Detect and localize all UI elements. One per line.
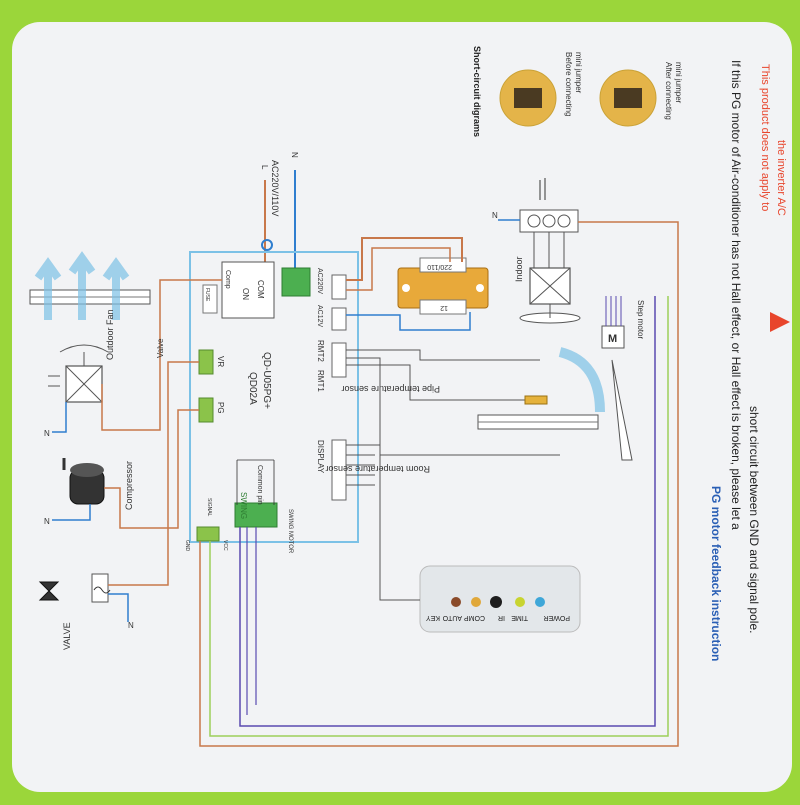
transformer-top-label: 220/110 <box>427 263 452 270</box>
step-motor <box>601 296 633 461</box>
step-motor-label: Step motor <box>636 300 645 339</box>
display-label-auto: AUTO <box>442 614 462 621</box>
motor-symbol: M <box>608 333 617 345</box>
valve-label: VALVE <box>62 622 72 650</box>
board-rmt2-label: RMT2 <box>316 340 325 362</box>
board-fuse-label: FUSE <box>204 288 210 302</box>
display-label-comp: COMP <box>464 614 485 621</box>
pipe-sensor-probe <box>524 395 548 405</box>
compressor-label: Compressor <box>124 461 134 510</box>
compressor-n-wire <box>52 504 91 521</box>
valve-wire <box>108 361 199 586</box>
short-circuit-title: Short-circuit digrams <box>472 46 482 137</box>
swing-motor-wire <box>239 296 656 727</box>
display-label-power: POWER <box>544 614 570 621</box>
common-pin-bracket <box>236 459 275 505</box>
signal-wire <box>209 296 669 737</box>
indoor-airflow-arrow <box>558 347 605 413</box>
warning-line-1: This product does not apply to <box>759 64 771 211</box>
outdoor-fan <box>48 344 109 403</box>
board-display-label: DISPLAY <box>316 440 325 474</box>
compressor <box>62 458 105 505</box>
valve-n-wire <box>108 593 129 622</box>
room-sensor-label: Room temperature sensor <box>325 464 430 474</box>
pipe-sensor-wire <box>346 349 540 361</box>
transformer-primary-wire-2 <box>346 247 451 291</box>
warning-line-2: the inverter A/C <box>775 140 787 216</box>
instruction-title: PG motor feedback instruction <box>709 486 723 661</box>
board-signal-label: SIGNAL <box>206 498 212 517</box>
display-panel <box>419 565 581 633</box>
board-pg-label: PG <box>216 402 225 414</box>
outdoor-coil <box>29 251 151 320</box>
display-label-time: TIME <box>511 614 528 621</box>
indoor-fan-wire <box>199 221 679 747</box>
board-vcc-label: VCC <box>222 540 228 551</box>
transformer-bottom-label: 12 <box>440 304 448 311</box>
outdoor-fan-n-label: N <box>44 429 50 438</box>
compressor-n-label: N <box>44 517 50 526</box>
board-ac12v-label: AC12V <box>316 305 323 328</box>
after-label-line2: mini jumper <box>674 62 683 104</box>
display-wire-1 <box>346 444 420 601</box>
room-sensor-wire <box>346 357 560 456</box>
indoor-label: Indoor <box>514 256 524 282</box>
white-card <box>12 22 792 792</box>
board-ac220v-label: AC220V <box>316 268 323 294</box>
outdoor-fan-label: Outdoor Fan <box>105 309 115 360</box>
cable-clip <box>261 239 273 251</box>
instruction-line-1: If this PG motor of Air-conditioner has … <box>729 60 743 530</box>
board-model-1: QD02A <box>247 372 258 405</box>
indoor-n-label: N <box>492 211 498 220</box>
board-gnd-label: GND <box>184 540 190 552</box>
valve-n-label: N <box>128 621 134 630</box>
after-jumper-connector <box>614 88 642 108</box>
transformer <box>397 257 489 315</box>
board-com-label: COM <box>256 280 265 299</box>
pipe-sensor-wire-2 <box>346 364 530 401</box>
indoor-fan-motor <box>519 178 581 324</box>
outdoor-fan-wire <box>101 279 222 431</box>
reversing-valve <box>38 573 111 603</box>
board-comp-label: Comp <box>224 270 231 289</box>
power-lines <box>264 170 296 270</box>
before-label-line1: Before connecting <box>564 52 573 117</box>
before-label-line2: mini jumper <box>574 52 583 94</box>
board-swing-label: SWING <box>239 492 248 519</box>
display-label-ir: IR <box>498 614 505 621</box>
indoor-coil <box>477 414 599 430</box>
outdoor-fan-n-wire <box>52 402 67 433</box>
board-model-2: QD-U05PG+ <box>261 352 272 409</box>
line-l-label: L <box>260 165 269 170</box>
board-rmt1-label: RMT1 <box>316 370 325 392</box>
valve-coil-label: Valve <box>156 338 165 358</box>
line-n-label: N <box>290 152 299 158</box>
after-label-line1: After connecting <box>664 62 673 120</box>
power-supply-label: AC220V/110V <box>270 160 280 216</box>
transformer-secondary-wire <box>346 312 471 331</box>
compressor-wire <box>104 409 199 529</box>
pipe-sensor-label: Pipe temperature sensor <box>341 384 440 394</box>
before-jumper-connector <box>514 88 542 108</box>
transformer-primary-wire <box>346 237 463 281</box>
control-board <box>189 251 359 543</box>
display-label-key: KEY <box>426 614 440 621</box>
board-on-label: ON <box>241 288 250 300</box>
instruction-line-2: short circuit between GND and signal pol… <box>747 406 761 633</box>
board-common-pin-label: Common pin <box>256 465 263 505</box>
board-vr-label: VR <box>216 356 225 367</box>
board-swing-motor-label: SWING MOTOR <box>287 509 293 554</box>
warning-icon <box>770 312 790 332</box>
